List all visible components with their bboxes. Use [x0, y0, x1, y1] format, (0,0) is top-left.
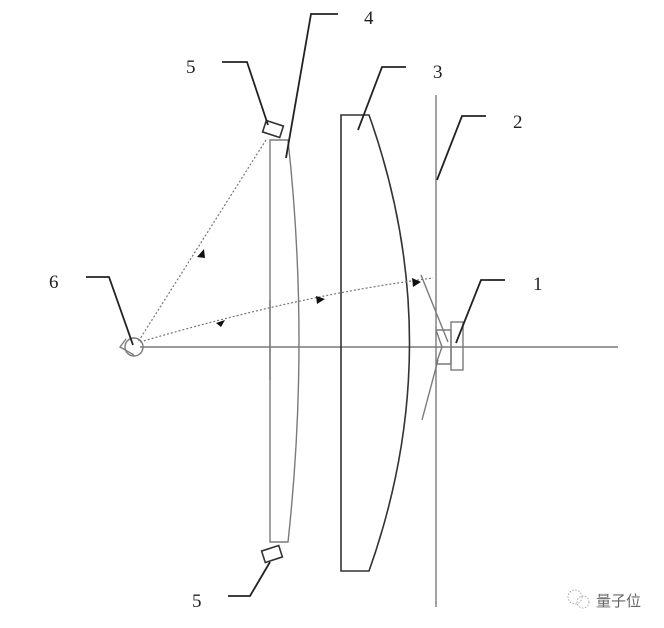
leader-1 — [455, 279, 505, 344]
arrow-toward-lens — [316, 296, 325, 304]
arrow-toward-eye — [216, 320, 225, 327]
tilted-reflector — [420, 274, 449, 343]
eye-6 — [124, 337, 144, 357]
arrow-down-left — [197, 249, 205, 258]
label-5-top: 5 — [186, 57, 196, 78]
label-5-bottom: 5 — [192, 591, 202, 612]
eye-6-pupil — [118, 338, 135, 356]
leader-5-bottom — [228, 561, 271, 597]
leader-3 — [357, 66, 406, 131]
sensor-5-bottom — [260, 544, 284, 564]
label-3: 3 — [433, 62, 443, 83]
leader-6 — [86, 276, 134, 346]
label-1: 1 — [533, 274, 543, 295]
leader-2 — [436, 115, 486, 181]
lens-4 — [269, 139, 300, 543]
watermark-text: 量子位 — [596, 592, 641, 610]
label-6: 6 — [49, 272, 59, 293]
ray-eye-to-reflector — [139, 277, 434, 343]
emitter-1-cone — [435, 329, 443, 365]
label-2: 2 — [513, 112, 523, 133]
leader-5-top — [222, 61, 269, 126]
sensor-5-top — [261, 119, 285, 139]
ray-sensor-to-eye — [137, 139, 267, 343]
arrow-at-reflector — [412, 278, 421, 287]
emitter-1-body — [450, 321, 464, 371]
watermark-logo-icon — [567, 589, 590, 609]
tilted-reflector-lower — [421, 359, 439, 421]
label-4: 4 — [364, 8, 374, 29]
lens-3 — [340, 114, 411, 572]
leader-4 — [285, 13, 338, 159]
